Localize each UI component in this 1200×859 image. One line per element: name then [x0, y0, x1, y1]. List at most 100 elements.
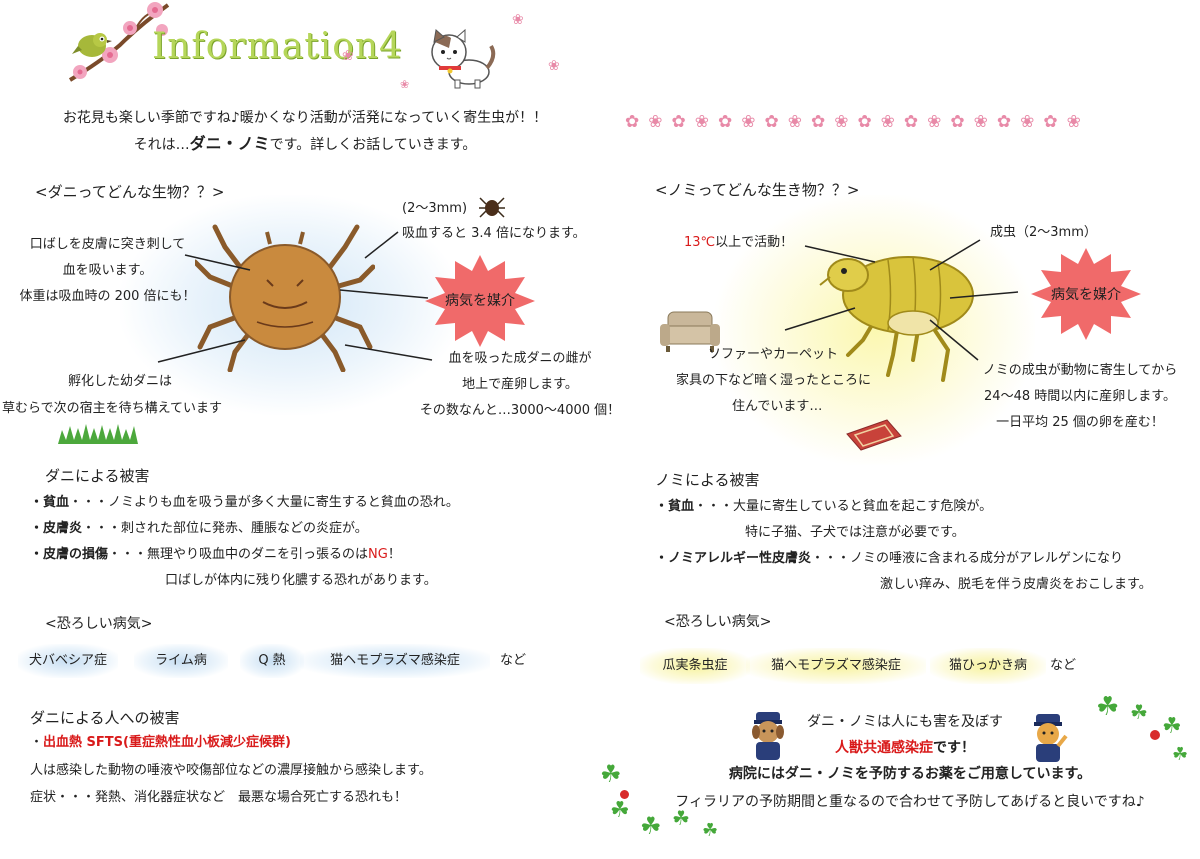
flea-temp-value: 13℃ [684, 235, 716, 250]
flea-damage-item-2-cont: 激しい痒み、脱毛を伴う皮膚炎をおこします。 [880, 577, 1152, 592]
clover-icon: ☘ [1130, 700, 1148, 724]
clover-icon: ☘ [610, 798, 630, 823]
tick-disease-etc: など [500, 653, 527, 668]
item-text: ・・・刺された部位に発赤、腫脹などの炎症が。 [82, 521, 368, 536]
tick-disease-item: Q 熱 [240, 644, 304, 678]
tick-disease-heading: <恐ろしい病気> [45, 616, 153, 632]
tick-heading: <ダニってどんな生物？？> [35, 183, 225, 201]
flea-habitat-3: 住んでいます… [732, 399, 823, 414]
item-label: ・貧血 [30, 495, 70, 510]
flea-damage-item-1-cont: 特に子猫、子犬では注意が必要です。 [745, 525, 965, 540]
tick-eggs-1: 血を吸った成ダニの雌が [448, 351, 592, 366]
tick-human-heading: ダニによる人への被害 [30, 709, 180, 727]
cat-icon [431, 28, 496, 89]
bird-icon [72, 33, 112, 57]
zoonosis-label: 人獣共通感染症 [835, 740, 933, 756]
flea-disease-etc: など [1050, 658, 1077, 673]
tick-damage-item: ・貧血・・・ノミよりも血を吸う量が多く大量に寄生すると貧血の恐れ。 [30, 494, 459, 512]
clover-icon: ☘ [672, 806, 690, 830]
clover-icon: ☘ [640, 812, 662, 840]
petal-icon: ❀ [400, 78, 410, 91]
cherry-blossom-branch-icon [68, 2, 170, 82]
flea-heading: <ノミってどんな生き物？？> [655, 181, 860, 199]
intro-prefix: それは… [133, 137, 190, 153]
item-text: ・・・ノミよりも血を吸う量が多く大量に寄生すると貧血の恐れ。 [69, 495, 459, 510]
closing-line-4: フィラリアの予防期間と重なるので合わせて予防してあげると良いですね♪ [675, 794, 1145, 810]
ladybug-icon [620, 790, 629, 799]
flea-pointer-lines [784, 239, 1019, 361]
flea-disease-item: 猫ヘモプラズマ感染症 [746, 648, 926, 684]
tick-mouth-1: 口ばしを皮膚に突き刺して [29, 237, 186, 252]
flea-glow [715, 195, 1035, 465]
tick-pointer-lines [157, 231, 433, 363]
small-tick-icon [479, 197, 505, 218]
closing-line-2-rest: です！ [933, 740, 975, 756]
bullet: ・ [30, 735, 44, 750]
tick-eggs-2: 地上で産卵します。 [462, 377, 578, 392]
item-text: ・・・大量に寄生していると貧血を起こす危険が。 [694, 499, 993, 514]
grass-icon [58, 424, 138, 444]
tick-disease-item: ライム病 [134, 644, 228, 678]
police-cat-icon [1034, 714, 1068, 762]
police-dog-icon [752, 712, 784, 760]
tick-eggs-3: その数なんと…3000～4000 個！ [419, 403, 621, 418]
tick-size: (2～3mm) [402, 201, 468, 216]
sfts-label: 出血熱 SFTS(重症熱性血小板減少症候群) [43, 735, 291, 750]
petal-icon: ❀ [548, 58, 560, 74]
item-label: ・皮膚炎 [30, 521, 83, 536]
clover-icon: ☘ [600, 760, 622, 788]
item-label: ・ノミアレルギー性皮膚炎 [655, 551, 812, 566]
flea-icon [819, 256, 974, 382]
flea-damage-item-1: ・貧血・・・大量に寄生していると貧血を起こす危険が。 [655, 498, 992, 516]
flea-parasite-2: 24～48 時間以内に産卵します。 [984, 389, 1176, 404]
tick-icon [195, 224, 375, 372]
tick-badge-label: 病気を媒介 [445, 293, 515, 309]
clover-icon: ☘ [1096, 692, 1120, 722]
clover-icon: ☘ [1172, 744, 1189, 765]
tick-larva-1: 孵化した幼ダニは [68, 374, 173, 389]
closing-line-2: 人獣共通感染症です！ [780, 738, 1030, 758]
tick-larva-2: 草むらで次の宿主を待ち構えています [2, 401, 222, 416]
page-title: Information4 [152, 26, 403, 67]
intro-highlight: ダニ・ノミ [189, 134, 270, 153]
tick-damage-heading: ダニによる被害 [45, 467, 150, 485]
tick-disease-item: 猫ヘモプラズマ感染症 [300, 644, 490, 678]
carpet-icon [846, 419, 902, 451]
intro-suffix: です。詳しくお話していきます。 [269, 137, 477, 153]
flea-parasite-3: 一日平均 25 個の卵を産む！ [996, 415, 1164, 430]
tick-human-line-1: 人は感染した動物の唾液や咬傷部位などの濃厚接触から感染します。 [30, 763, 432, 778]
flea-habitat-1: ソファーやカーペット [708, 347, 839, 362]
flea-disease-item: 猫ひっかき病 [930, 648, 1046, 684]
clover-icon: ☘ [1162, 714, 1182, 739]
tick-size-note: 吸血すると 3.4 倍になります。 [402, 226, 586, 241]
petal-icon: ❀ [342, 48, 354, 64]
item-end: ！ [387, 547, 401, 562]
closing-line-3: 病院にはダニ・ノミを予防するお薬をご用意しています。 [728, 766, 1092, 782]
closing-line-1: ダニ・ノミは人にも害を及ぼす [807, 714, 1003, 730]
flea-disease-item: 瓜実条虫症 [640, 648, 750, 684]
ladybug-icon [1150, 730, 1160, 740]
starburst-badge-icon [425, 255, 535, 347]
flea-disease-heading: <恐ろしい病気> [664, 614, 772, 630]
item-label: ・皮膚の損傷 [30, 547, 109, 562]
intro-line-2: それは…ダニ・ノミです。詳しくお話していきます。 [0, 134, 610, 155]
flea-temp: 13℃以上で活動！ [684, 234, 793, 252]
sofa-icon [660, 311, 720, 352]
tick-damage-item: ・皮膚炎・・・刺された部位に発赤、腫脹などの炎症が。 [30, 520, 368, 538]
flea-temp-text: 以上で活動！ [715, 235, 794, 250]
item-label: ・貧血 [655, 499, 695, 514]
tick-disease-item: 犬バベシア症 [18, 644, 118, 678]
flea-habitat-2: 家具の下など暗く湿ったところに [676, 373, 872, 388]
tick-mouth-3: 体重は吸血時の 200 倍にも！ [19, 289, 196, 304]
blossom-garland: ✿❀✿❀✿❀✿❀✿❀✿❀✿❀✿❀✿❀✿❀ [625, 112, 1090, 132]
flea-adult: 成虫（2～3mm） [990, 225, 1097, 240]
intro-line-1: お花見も楽しい季節ですね♪暖かくなり活動が活発になっていく寄生虫が！！ [62, 110, 548, 126]
flea-damage-heading: ノミによる被害 [655, 471, 760, 489]
tick-damage-continuation: 口ばしが体内に残り化膿する恐れがあります。 [165, 573, 437, 588]
flea-damage-item-2: ・ノミアレルギー性皮膚炎・・・ノミの唾液に含まれる成分がアレルゲンになり [655, 550, 1123, 568]
starburst-badge-icon [1031, 248, 1141, 340]
item-text: ・・・ノミの唾液に含まれる成分がアレルゲンになり [811, 551, 1124, 566]
clover-icon: ☘ [702, 820, 719, 841]
petal-icon: ❀ [512, 12, 524, 28]
tick-damage-item: ・皮膚の損傷・・・無理やり吸血中のダニを引っ張るのはNG！ [30, 546, 401, 564]
